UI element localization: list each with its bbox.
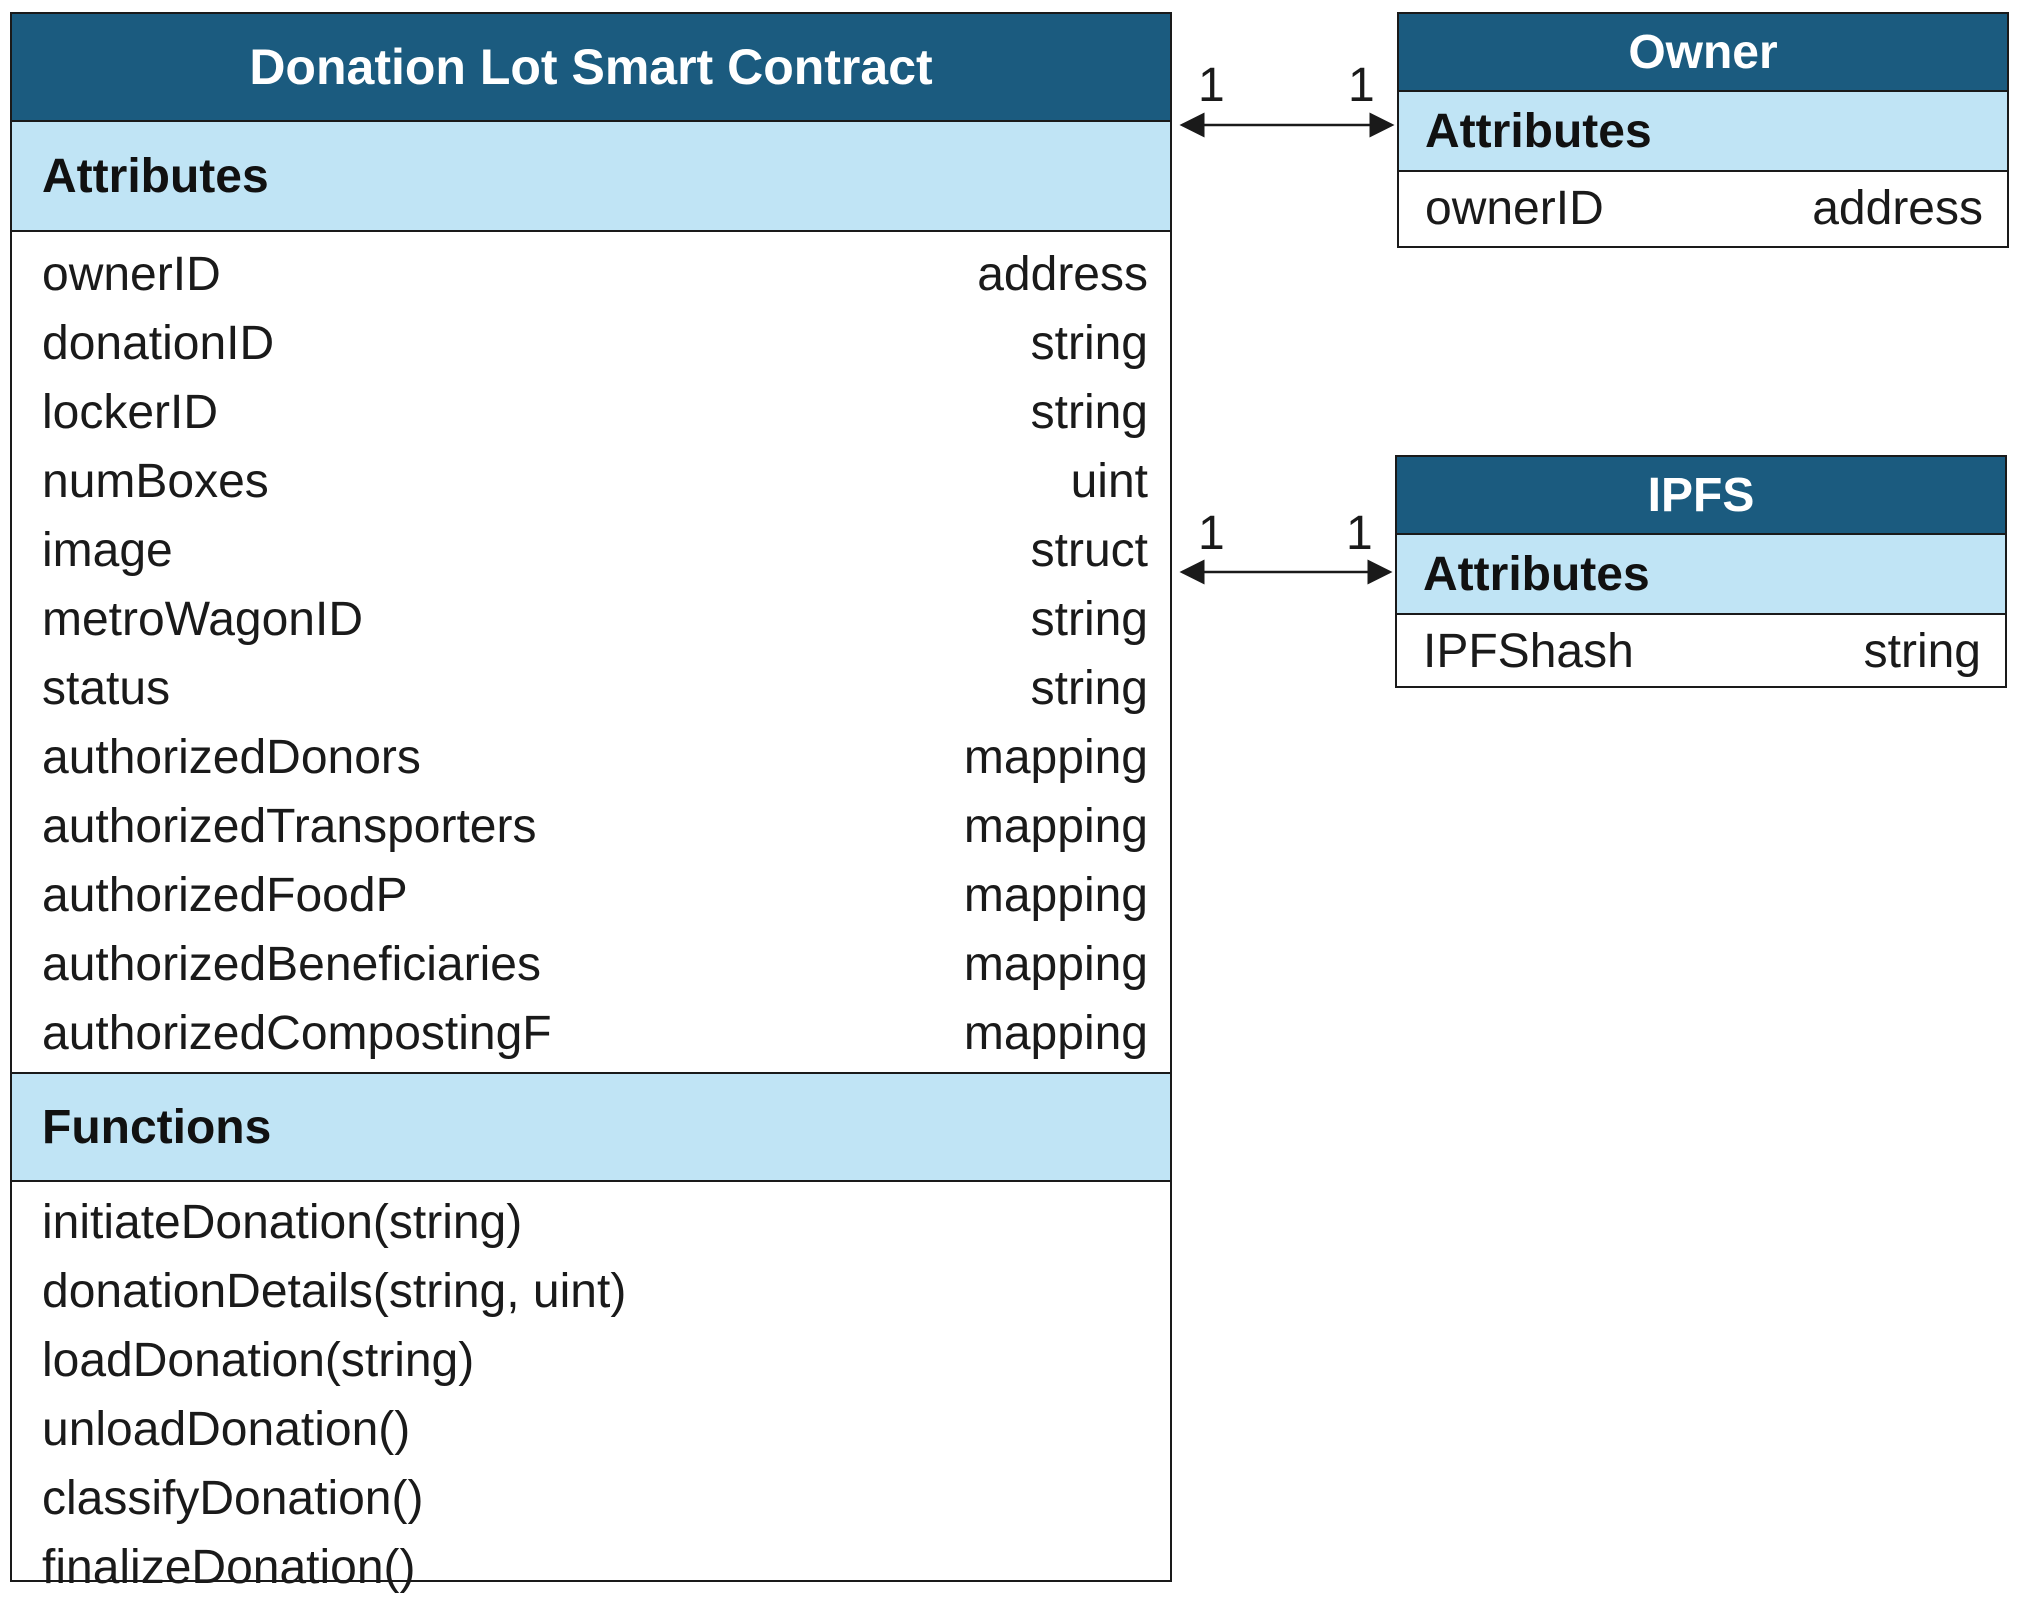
attribute-row: numBoxes uint — [42, 447, 1148, 516]
attribute-type: address — [1812, 181, 1983, 235]
attribute-name: ownerID — [42, 248, 221, 301]
attribute-type: struct — [1030, 524, 1148, 577]
attribute-type: mapping — [963, 869, 1148, 922]
class-title: Donation Lot Smart Contract — [12, 14, 1170, 122]
attribute-row: image struct — [42, 516, 1148, 585]
attribute-name: authorizedDonors — [42, 731, 421, 784]
attribute-name: authorizedTransporters — [42, 800, 537, 853]
attribute-type: string — [1030, 317, 1148, 370]
attribute-row: authorizedFoodP mapping — [42, 861, 1148, 930]
attribute-row: metroWagonID string — [42, 585, 1148, 654]
attribute-row: donationID string — [42, 309, 1148, 378]
function-row: unloadDonation() — [42, 1403, 411, 1456]
owner-right-multiplicity: 1 — [1348, 59, 1375, 112]
attribute-type: string — [1863, 624, 1981, 678]
attribute-name: donationID — [42, 317, 275, 370]
function-row: initiateDonation(string) — [42, 1196, 523, 1249]
attribute-row: authorizedTransporters mapping — [42, 792, 1148, 861]
ipfs-left-multiplicity: 1 — [1198, 507, 1225, 560]
ipfs-right-multiplicity: 1 — [1346, 507, 1373, 560]
attribute-type: string — [1030, 662, 1148, 715]
attribute-type: address — [977, 248, 1148, 301]
attribute-name: ownerID — [1425, 181, 1604, 235]
attribute-name: authorizedCompostingF — [42, 1007, 552, 1060]
attributes-header: Attributes — [12, 122, 1170, 232]
attribute-name: authorizedFoodP — [42, 869, 408, 922]
attribute-name: numBoxes — [42, 455, 269, 508]
owner-left-multiplicity: 1 — [1198, 59, 1225, 112]
attribute-name: image — [42, 524, 173, 577]
attributes-list: IPFShash string — [1397, 615, 2005, 687]
attribute-type: mapping — [963, 800, 1148, 853]
attribute-type: string — [1030, 593, 1148, 646]
attribute-name: authorizedBeneficiaries — [42, 938, 541, 991]
attributes-header: Attributes — [1397, 535, 2005, 615]
attribute-name: IPFShash — [1423, 624, 1634, 678]
attribute-row: ownerID address — [1425, 172, 1983, 244]
attribute-row: authorizedBeneficiaries mapping — [42, 930, 1148, 999]
attribute-name: metroWagonID — [42, 593, 363, 646]
attribute-type: uint — [1070, 455, 1148, 508]
attribute-name: lockerID — [42, 386, 219, 439]
class-title: Owner — [1399, 14, 2007, 92]
attribute-row: IPFShash string — [1423, 615, 1981, 687]
attribute-type: mapping — [963, 1007, 1148, 1060]
attribute-type: string — [1030, 386, 1148, 439]
owner-class: Owner Attributes ownerID address — [1397, 12, 2009, 248]
donation-lot-contract-class: Donation Lot Smart Contract Attributes o… — [10, 12, 1172, 1594]
class-title: IPFS — [1397, 457, 2005, 535]
attribute-name: status — [42, 662, 171, 715]
attribute-row: authorizedDonors mapping — [42, 723, 1148, 792]
functions-list: initiateDonation(string) donationDetails… — [12, 1182, 1170, 1606]
attribute-row: lockerID string — [42, 378, 1148, 447]
function-row: loadDonation(string) — [42, 1334, 475, 1387]
attributes-list: ownerID address — [1399, 172, 2007, 244]
functions-header: Functions — [12, 1072, 1170, 1182]
attribute-row: status string — [42, 654, 1148, 723]
attribute-type: mapping — [963, 938, 1148, 991]
function-row: donationDetails(string, uint) — [42, 1265, 627, 1318]
function-row: finalizeDonation() — [42, 1541, 416, 1594]
ipfs-class: IPFS Attributes IPFShash string — [1395, 455, 2007, 688]
attribute-row: ownerID address — [42, 240, 1148, 309]
function-row: classifyDonation() — [42, 1472, 424, 1525]
attribute-row: authorizedCompostingF mapping — [42, 999, 1148, 1068]
attributes-header: Attributes — [1399, 92, 2007, 172]
attributes-list: ownerID address donationID string locker… — [12, 232, 1170, 1072]
attribute-type: mapping — [963, 731, 1148, 784]
